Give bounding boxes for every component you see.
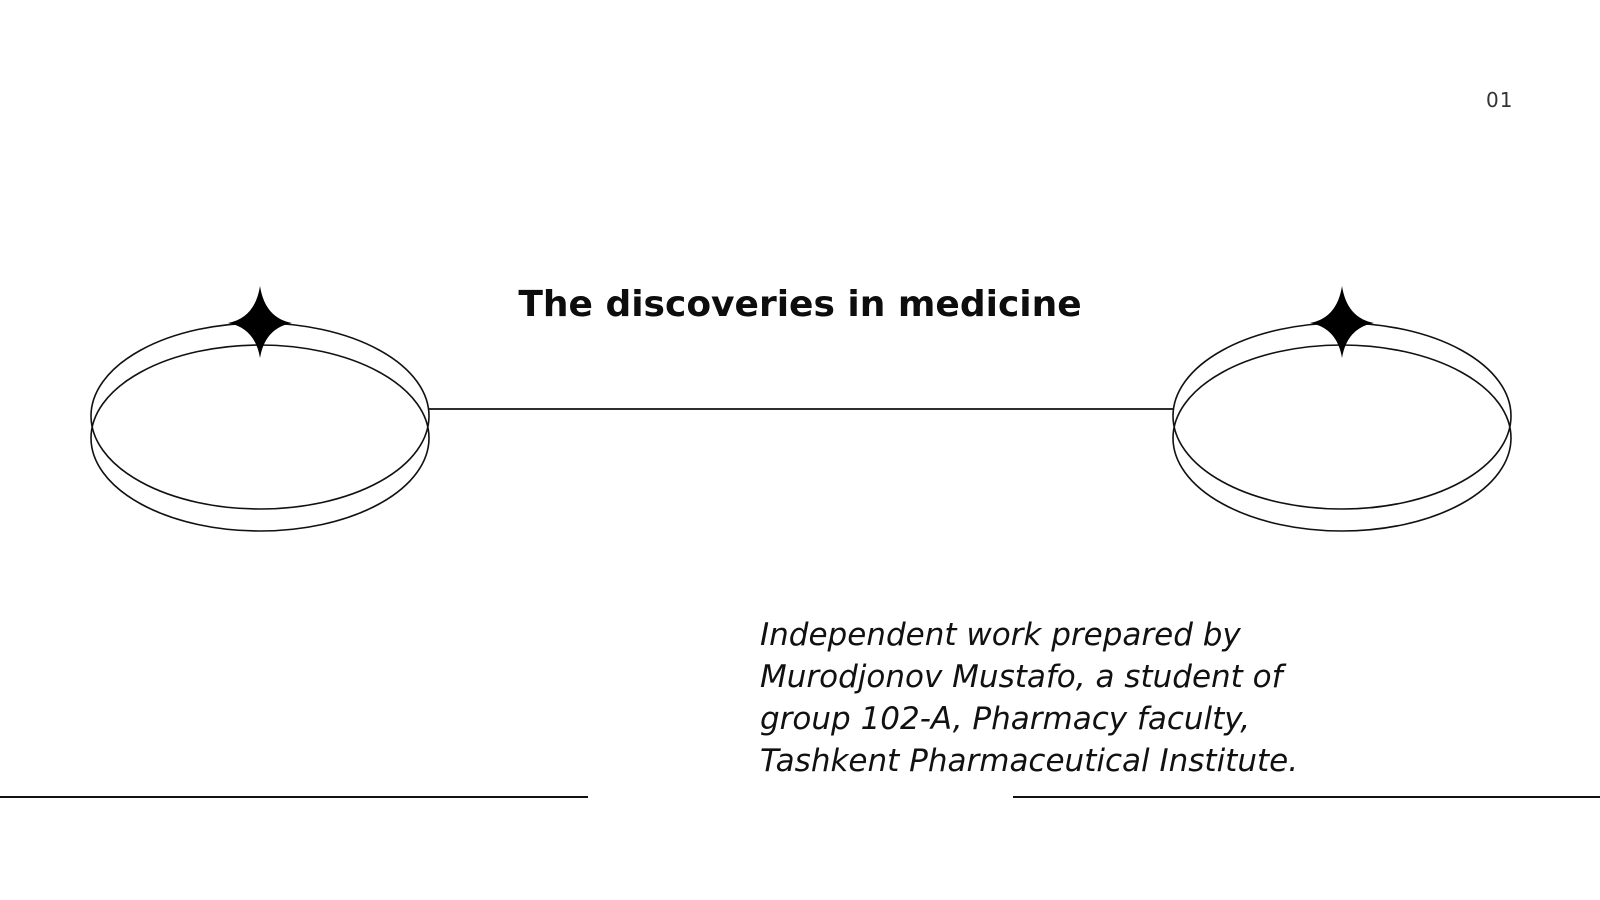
page-number: 01 — [1486, 88, 1514, 112]
four-point-star-icon — [1310, 286, 1374, 358]
four-point-star-icon — [228, 286, 292, 358]
author-credit-line: group 102-A, Pharmacy faculty, — [760, 701, 1251, 737]
author-credit-line: Independent work prepared by — [760, 617, 1241, 653]
author-credit-line: Tashkent Pharmaceutical Institute. — [760, 743, 1299, 779]
slide-title: The discoveries in medicine — [518, 284, 1082, 325]
left-ring — [90, 322, 430, 532]
author-credit-line: Murodjonov Mustafo, a student of — [760, 659, 1283, 695]
right-ring — [1172, 322, 1512, 532]
author-credit: Independent work prepared by Murodjonov … — [760, 614, 1320, 782]
